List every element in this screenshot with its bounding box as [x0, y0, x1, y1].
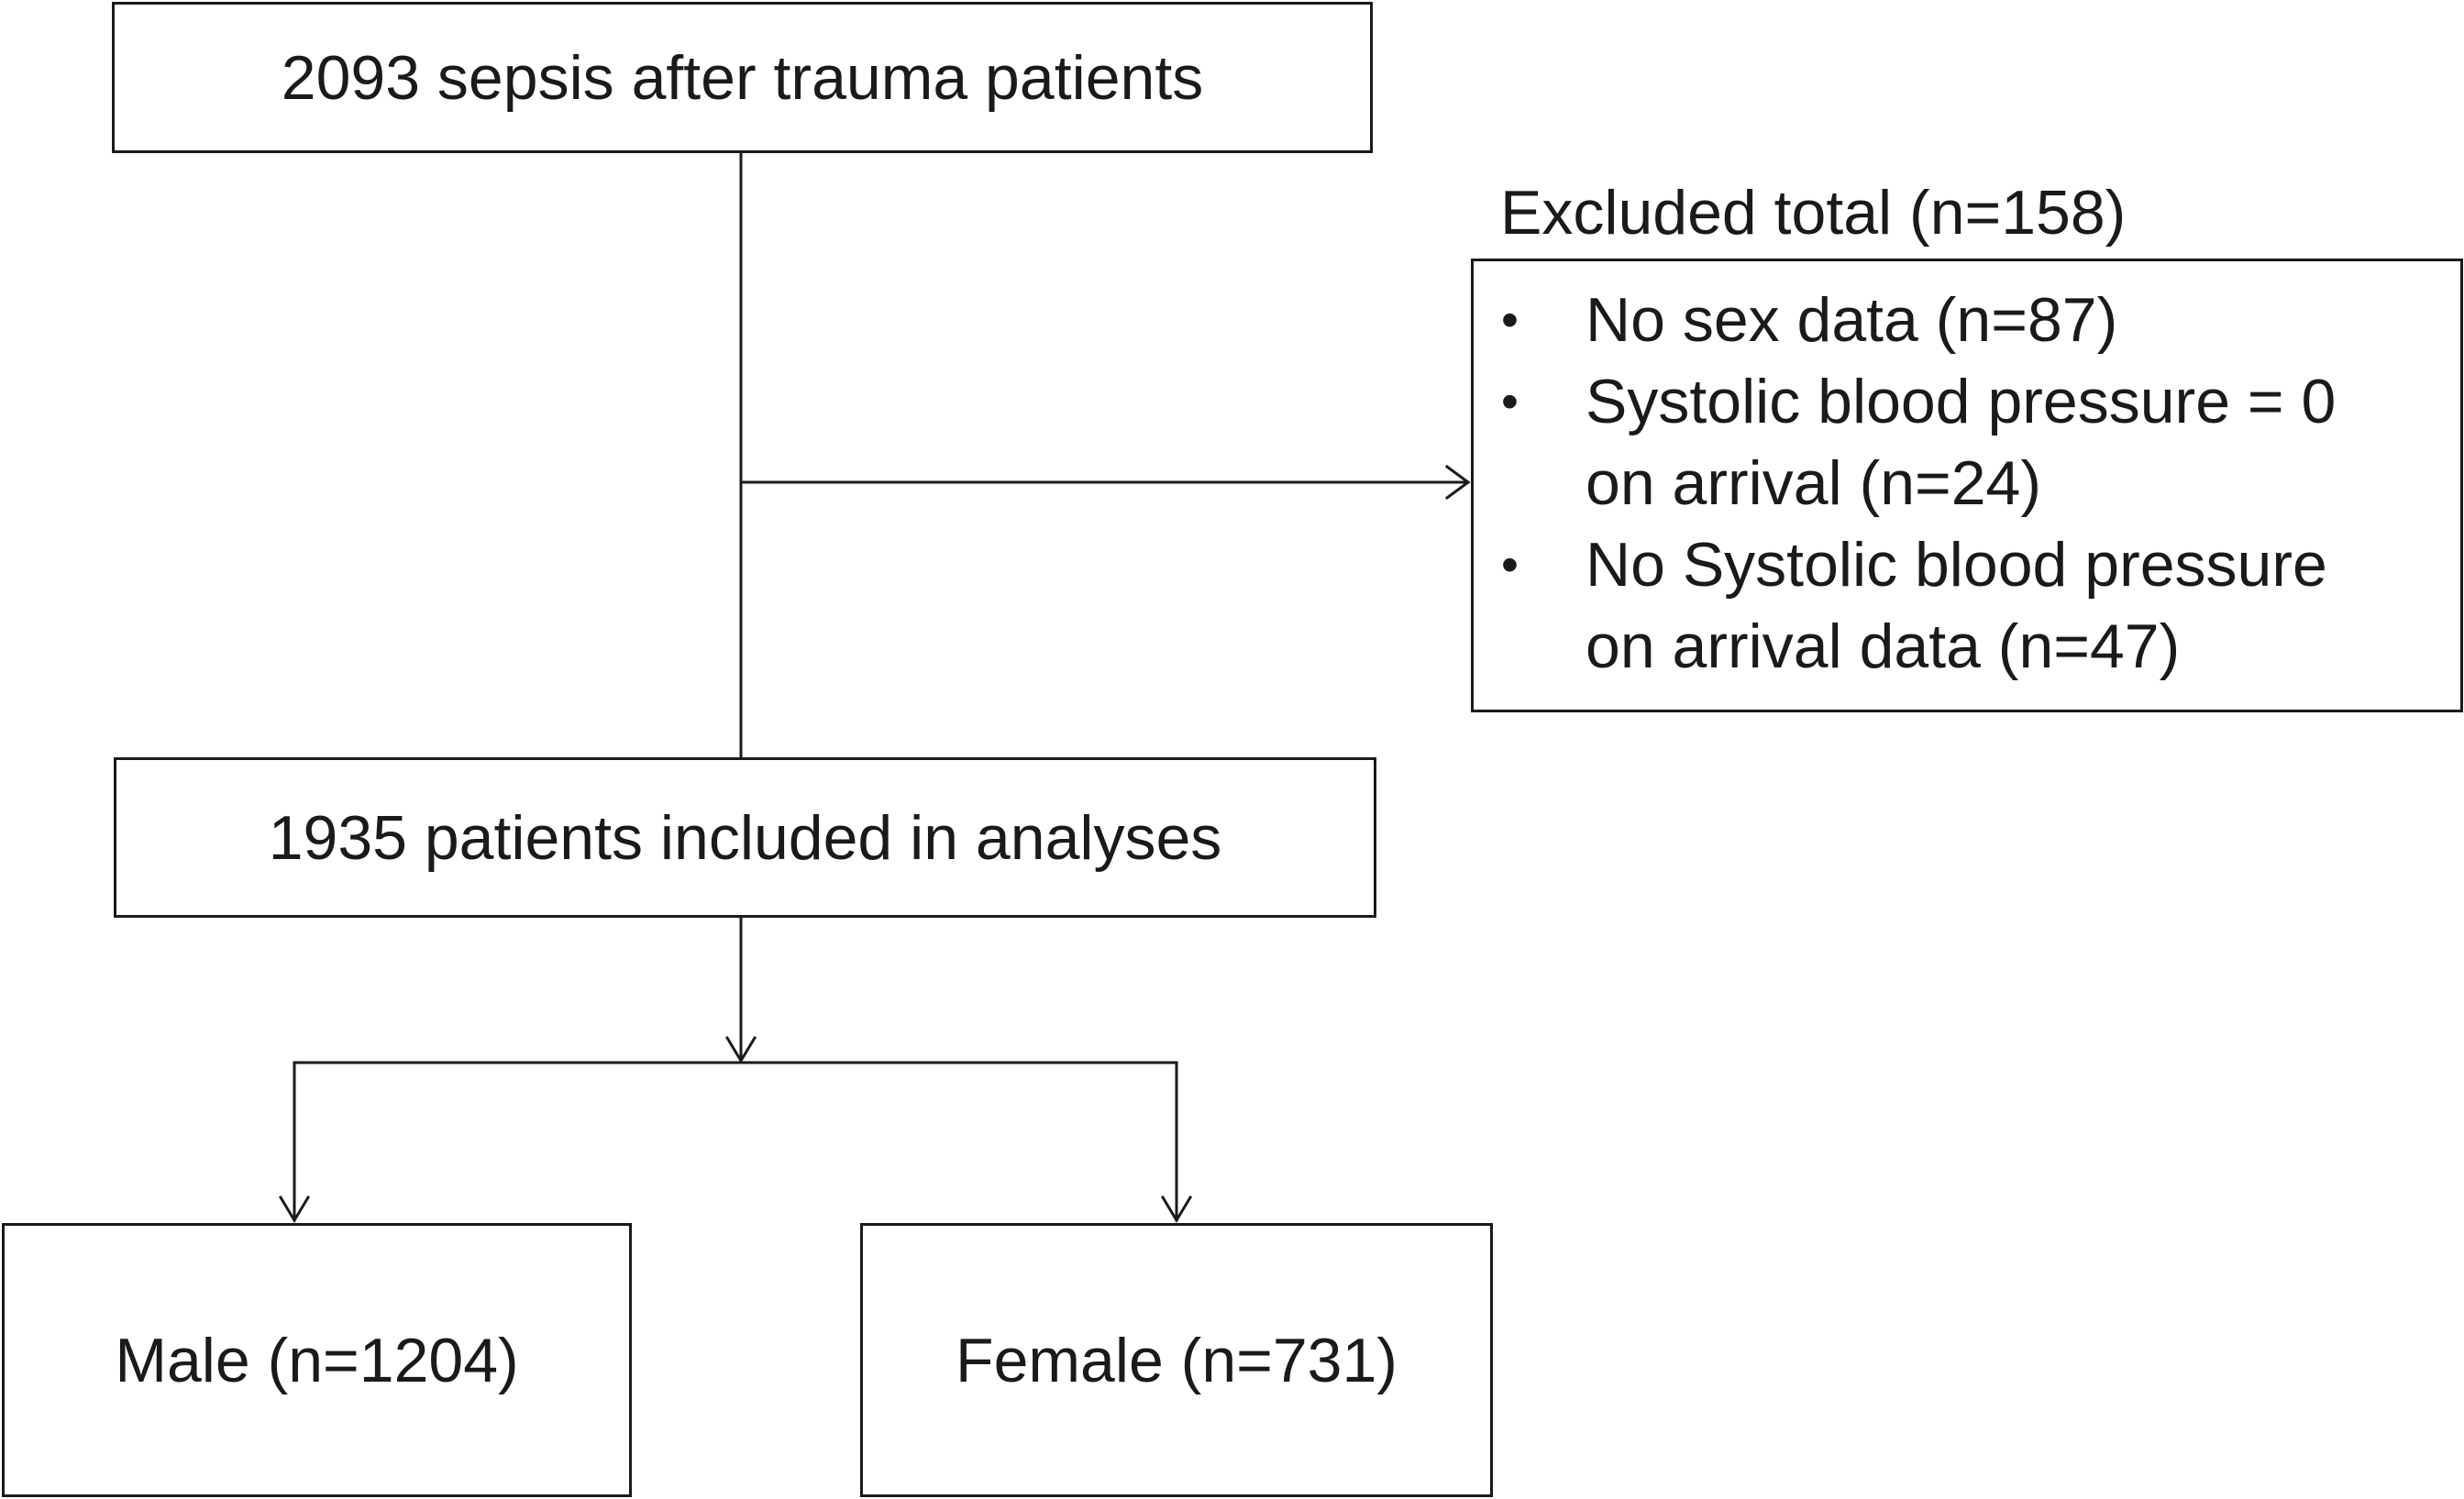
bullet-icon: • — [1501, 537, 1519, 592]
bullet-icon: • — [1501, 292, 1519, 347]
exclusion-item: • Systolic blood pressure = 0 on arrival… — [1474, 361, 2460, 524]
female-group-label: Female (n=731) — [956, 1325, 1398, 1395]
exclusion-item: • No sex data (n=87) — [1474, 280, 2460, 361]
exclusion-item-line: on arrival (n=24) — [1586, 448, 2042, 518]
male-group-box: Male (n=1204) — [2, 1223, 632, 1497]
arrowhead-female — [1160, 1195, 1193, 1223]
included-population-label: 1935 patients included in analyses — [268, 802, 1222, 873]
exclusion-item-line: No Systolic blood pressure — [1586, 530, 2327, 600]
male-group-label: Male (n=1204) — [115, 1325, 519, 1395]
exclusion-box: • No sex data (n=87) • Systolic blood pr… — [1471, 259, 2463, 712]
female-group-box: Female (n=731) — [860, 1223, 1493, 1497]
exclusion-item-line: Systolic blood pressure = 0 — [1586, 367, 2337, 436]
start-population-box: 2093 sepsis after trauma patients — [112, 2, 1373, 153]
start-population-label: 2093 sepsis after trauma patients — [281, 42, 1204, 113]
exclusion-item: • No Systolic blood pressure on arrival … — [1474, 524, 2460, 688]
exclusion-title: Excluded total (n=158) — [1500, 178, 2127, 248]
bullet-icon: • — [1501, 374, 1519, 429]
exclusion-item-line: on arrival data (n=47) — [1586, 612, 2181, 681]
arrowhead-male — [278, 1195, 311, 1223]
arrowhead-exclusion — [1444, 464, 1471, 501]
exclusion-list: • No sex data (n=87) • Systolic blood pr… — [1474, 280, 2460, 688]
exclusion-item-line: No sex data (n=87) — [1586, 285, 2118, 355]
included-population-box: 1935 patients included in analyses — [114, 757, 1376, 918]
arrowhead-split — [724, 1035, 757, 1064]
